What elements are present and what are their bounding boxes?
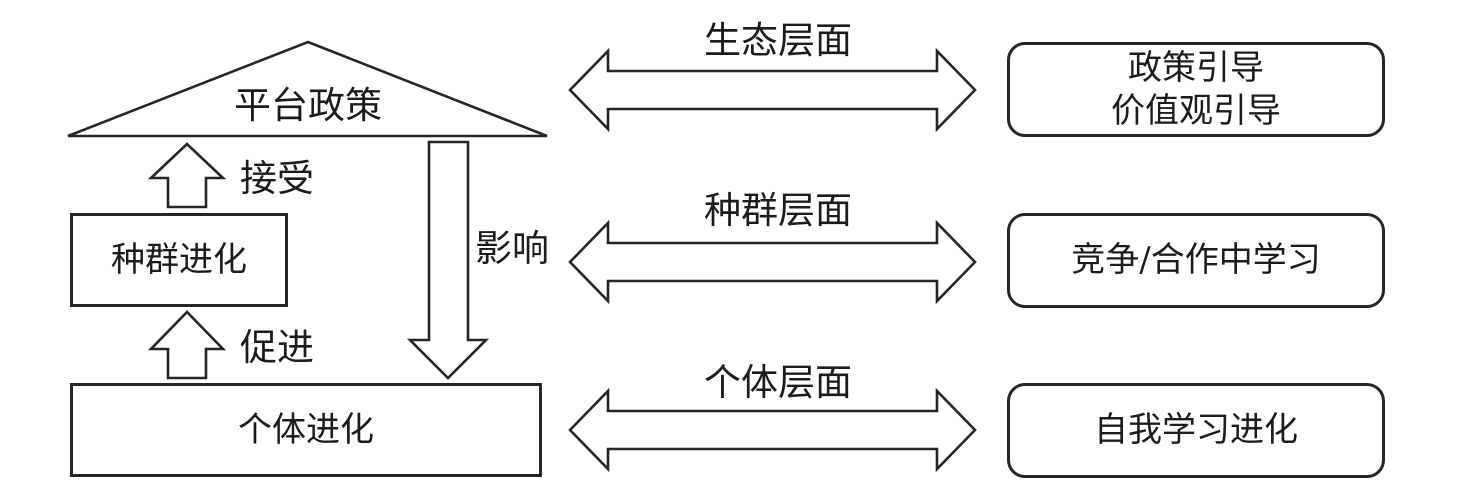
- down-arrow-influence-icon: [406, 140, 490, 380]
- competition-cooperation-learning-box: 竞争/合作中学习: [1007, 213, 1385, 308]
- double-arrow-population-level-icon: [568, 219, 977, 305]
- individual-level-label: 个体层面: [704, 361, 852, 404]
- policy-guidance-box: 政策引导 价值观引导: [1007, 42, 1385, 137]
- influence-arrow-label: 影响: [475, 227, 549, 270]
- competition-cooperation-learning-label: 竞争/合作中学习: [1071, 240, 1321, 281]
- roof-triangle: [67, 40, 548, 138]
- up-arrow-promote-icon: [147, 310, 227, 380]
- double-arrow-individual-level-icon: [568, 387, 977, 473]
- roof-label: 平台政策: [234, 84, 382, 127]
- self-learning-evolution-label: 自我学习进化: [1094, 410, 1298, 451]
- eco-level-label: 生态层面: [704, 19, 852, 62]
- population-level-label: 种群层面: [704, 189, 852, 232]
- up-arrow-accept-icon: [147, 142, 227, 209]
- promote-arrow-label: 促进: [240, 326, 314, 369]
- accept-arrow-label: 接受: [240, 157, 314, 200]
- individual-evolution-label: 个体进化: [238, 409, 374, 450]
- self-learning-evolution-box: 自我学习进化: [1007, 383, 1385, 478]
- individual-evolution-box: 个体进化: [70, 383, 542, 477]
- policy-guidance-lines: 政策引导 价值观引导: [1111, 47, 1281, 132]
- policy-guidance-line2: 价值观引导: [1111, 90, 1281, 131]
- population-evolution-box: 种群进化: [70, 213, 288, 307]
- policy-guidance-line1: 政策引导: [1128, 48, 1264, 88]
- population-evolution-label: 种群进化: [111, 239, 247, 280]
- double-arrow-eco-level-icon: [568, 47, 977, 133]
